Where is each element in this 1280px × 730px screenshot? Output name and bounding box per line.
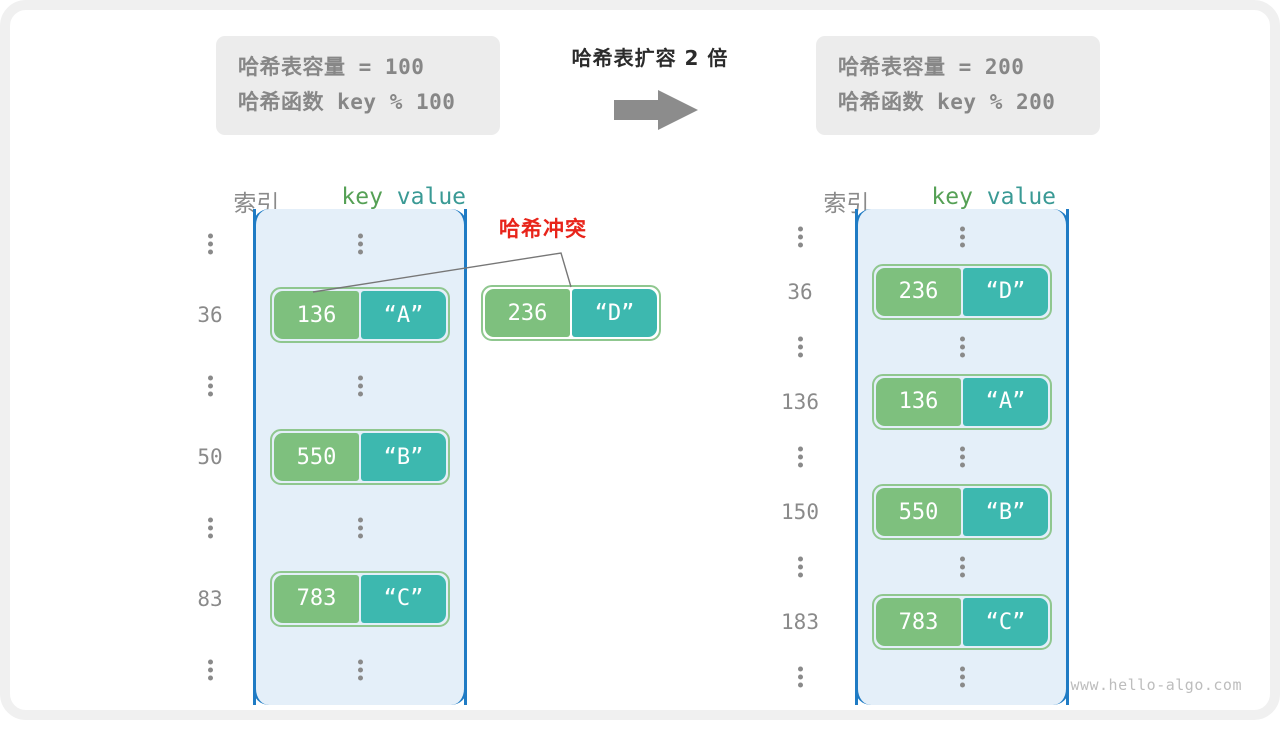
key-cell: 550 [274, 433, 359, 481]
hash-table-after-info: 哈希表容量 = 200 哈希函数 key % 200 [816, 36, 1100, 136]
value-cell: “C” [361, 574, 446, 623]
left-value-header-label: value [396, 184, 467, 210]
collision-label: 哈希冲突 [499, 217, 587, 241]
key-cell: 550 [876, 488, 961, 537]
key-value-pair: 550“B” [872, 484, 1052, 541]
floating-value-cell: “D” [572, 289, 657, 337]
index-label: 50 [197, 445, 223, 469]
index-label: 36 [197, 303, 223, 328]
key-cell: 136 [876, 377, 961, 426]
after-function-line: 哈希函数 key % 200 [838, 89, 1056, 114]
before-function-line: 哈希函数 key % 100 [238, 89, 456, 114]
key-value-pair: 136“A” [872, 373, 1052, 430]
index-label: 136 [781, 389, 819, 414]
key-cell: 136 [274, 291, 359, 340]
ellipsis-dots-icon [952, 664, 972, 691]
floating-key-cell: 236 [485, 289, 570, 337]
right-key-header-label: key [931, 184, 973, 210]
left-kv-header: key value [286, 158, 466, 236]
value-cell: “D” [963, 267, 1048, 316]
ellipsis-dots-icon [952, 223, 972, 250]
ellipsis-dots-icon [952, 554, 972, 581]
key-cell: 236 [876, 267, 961, 316]
value-cell: “B” [361, 433, 446, 481]
ellipsis-dots-icon [350, 373, 370, 400]
key-value-pair: 136“A” [270, 287, 450, 344]
before-capacity-line: 哈希表容量 = 100 [238, 55, 425, 79]
ellipsis-dots-icon [350, 656, 370, 683]
value-cell: “B” [963, 488, 1048, 537]
ellipsis-dots-icon [350, 514, 370, 541]
value-cell: “C” [963, 598, 1048, 647]
key-value-pair: 783“C” [872, 594, 1052, 651]
right-value-header-label: value [986, 184, 1057, 210]
ellipsis-dots-icon [790, 554, 810, 581]
ellipsis-dots-icon [790, 223, 810, 250]
ellipsis-dots-icon [200, 373, 220, 400]
right-arrow-icon [614, 90, 698, 130]
ellipsis-dots-icon [952, 444, 972, 471]
key-value-pair: 783“C” [270, 570, 450, 627]
ellipsis-dots-icon [790, 444, 810, 471]
ellipsis-dots-icon [790, 333, 810, 360]
ellipsis-dots-icon [952, 333, 972, 360]
after-capacity-line: 哈希表容量 = 200 [838, 55, 1025, 79]
left-key-header-label: key [341, 184, 383, 210]
floating-key-value-pair: 236 “D” [481, 285, 661, 341]
value-cell: “A” [361, 291, 446, 340]
ellipsis-dots-icon [790, 664, 810, 691]
index-label: 183 [781, 610, 819, 635]
hash-table-before-info: 哈希表容量 = 100 哈希函数 key % 100 [216, 36, 500, 136]
right-kv-header: key value [876, 158, 1056, 236]
value-cell: “A” [963, 377, 1048, 426]
index-label: 150 [781, 500, 819, 525]
key-value-pair: 236“D” [872, 263, 1052, 320]
ellipsis-dots-icon [350, 231, 370, 258]
index-label: 36 [787, 279, 813, 304]
resize-caption: 哈希表扩容 2 倍 [571, 46, 729, 70]
index-label: 83 [197, 586, 223, 611]
key-cell: 783 [274, 574, 359, 623]
ellipsis-dots-icon [200, 231, 220, 258]
key-value-pair: 550“B” [270, 429, 450, 485]
watermark: www.hello-algo.com [1070, 676, 1242, 694]
ellipsis-dots-icon [200, 514, 220, 541]
key-cell: 783 [876, 598, 961, 647]
ellipsis-dots-icon [200, 656, 220, 683]
